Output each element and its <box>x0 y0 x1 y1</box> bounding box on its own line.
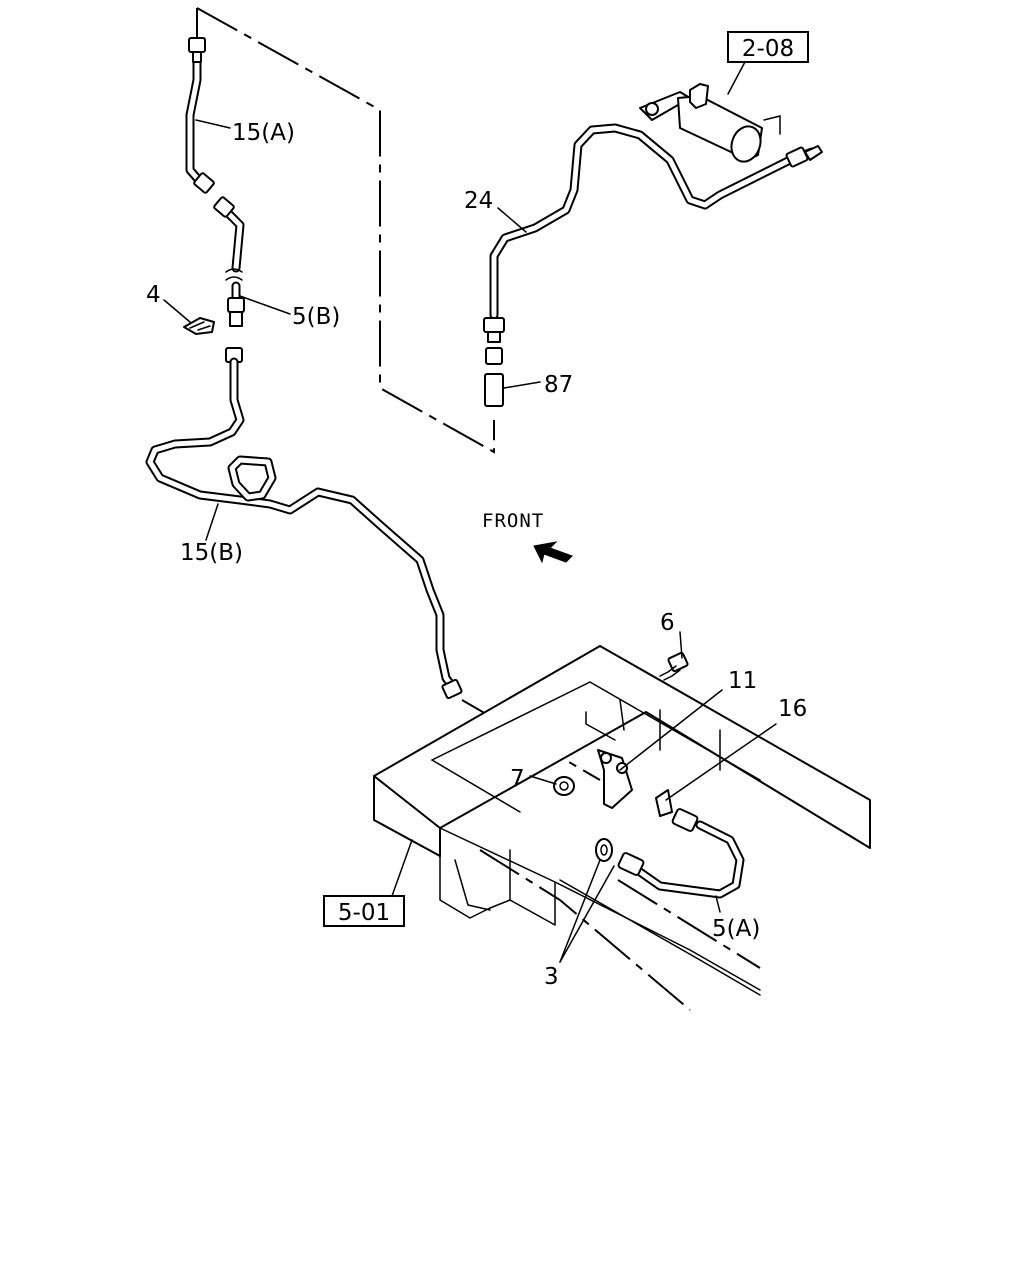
pipe-24 <box>483 123 823 407</box>
callout-5a: 5(A) <box>712 916 760 942</box>
bolt-6 <box>659 651 689 681</box>
ref-box-5-01: 5-01 <box>323 895 405 927</box>
front-arrow-icon <box>533 541 573 564</box>
connector-87 <box>484 373 504 407</box>
master-cylinder <box>639 83 781 163</box>
callout-87: 87 <box>544 372 573 398</box>
bracket-16 <box>655 789 673 817</box>
bracket-11 <box>597 749 633 809</box>
callout-16: 16 <box>778 696 807 722</box>
ref-box-5-01-label: 5-01 <box>338 900 390 926</box>
callout-11: 11 <box>728 668 757 694</box>
callout-6: 6 <box>660 610 675 636</box>
callout-4: 4 <box>146 282 161 308</box>
pipe-15b <box>145 347 463 700</box>
washer-3 <box>595 838 613 862</box>
callout-24: 24 <box>464 188 493 214</box>
frame <box>373 645 871 996</box>
clip-4 <box>183 317 215 335</box>
pipe-15a <box>185 37 215 194</box>
front-label: FRONT <box>482 510 544 532</box>
hose-5b <box>213 196 245 327</box>
ref-box-2-08-label: 2-08 <box>742 36 794 62</box>
callout-15a: 15(A) <box>232 120 295 146</box>
callout-7: 7 <box>510 766 525 792</box>
hose-5a <box>617 808 745 899</box>
callout-5b: 5(B) <box>292 304 340 330</box>
nut-7 <box>553 776 575 796</box>
callout-3: 3 <box>544 964 559 990</box>
leader-lines <box>163 59 777 963</box>
ref-box-2-08: 2-08 <box>727 31 809 63</box>
callout-15b: 15(B) <box>180 540 243 566</box>
